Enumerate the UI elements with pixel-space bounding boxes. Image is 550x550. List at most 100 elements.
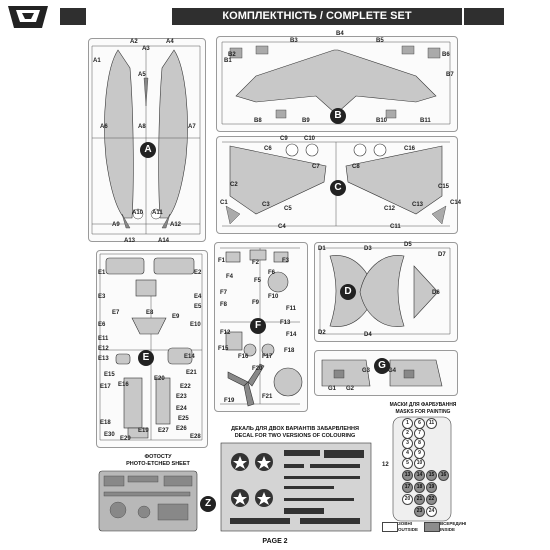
decal-title-ua: ДЕКАЛЬ ДЛЯ ДВОХ ВАРІАНТІВ ЗАБАРВЛЕННЯ [231,426,359,432]
part-label: F16 [238,354,249,360]
header-bar-left [60,8,86,25]
part-label: C11 [390,224,401,230]
part-label: A7 [188,124,196,130]
header-bar-right [464,8,504,25]
decal-title-en: DECAL FOR TWO VERSIONS OF COLOURING [234,433,356,439]
sprue-letter-d: D [340,284,356,300]
part-label: A6 [100,124,108,130]
part-label: E4 [194,294,202,300]
part-label: E17 [100,384,111,390]
sprue-e-drawing [99,253,203,441]
part-label: B1 [224,58,232,64]
part-label: A2 [130,39,138,45]
part-label: G3 [362,368,371,374]
mask-item: 16 [438,470,449,481]
mask-title-ua: МАСКИ ДЛЯ ФАРБУВАННЯ [389,402,457,408]
part-label: F10 [268,294,279,300]
part-label: E22 [180,384,191,390]
brand-logo [8,6,48,28]
part-label: C14 [450,200,462,206]
part-label: E19 [138,428,149,434]
part-label: A11 [152,210,163,216]
sprue-d-drawing [319,247,451,335]
part-label: A5 [138,72,146,78]
part-label: C2 [230,182,238,188]
part-label: C8 [352,164,360,170]
sprue-letter-e: E [138,350,154,366]
part-label: C1 [220,200,228,206]
mask-item: 10 [414,458,425,469]
part-label: F6 [268,270,276,276]
legend-outside-ua: ЗОВНІ [398,521,413,526]
part-label: E11 [98,336,109,342]
part-label: E30 [104,432,115,438]
part-label: F18 [284,348,295,354]
part-label: E14 [184,354,195,360]
mask-item: 11 [426,418,437,429]
part-label: F2 [252,260,260,266]
part-label: G4 [388,368,397,374]
part-label: E21 [186,370,197,376]
part-label: E10 [190,322,201,328]
part-label: C10 [304,136,316,142]
part-label: E6 [98,322,106,328]
part-label: E24 [176,406,187,412]
part-label: F13 [280,320,291,326]
part-label: A14 [158,238,170,244]
part-label: C7 [312,164,320,170]
part-label: F12 [220,330,231,336]
part-label: C13 [412,202,424,208]
mask-item: 21 [414,494,425,505]
mask-item: 23 [414,506,425,517]
mask-item: 14 [414,470,425,481]
part-label: F17 [262,354,273,360]
part-label: A12 [170,222,182,228]
part-label: D4 [364,332,372,338]
part-label: A13 [124,238,136,244]
part-label: F3 [282,258,290,264]
part-label: G1 [328,386,337,392]
part-label: B5 [376,38,384,44]
part-label: E23 [176,394,187,400]
legend-outside-swatch [382,522,398,532]
part-label: D3 [364,246,372,252]
decal-sheet [220,442,372,532]
legend-inside-en: INSIDE [440,527,456,532]
part-label: F4 [226,274,234,280]
mask-item: 17 [402,482,413,493]
part-label: A4 [166,39,174,45]
part-label: F11 [286,306,297,312]
etch-title-ua: ФОТОСТУ [144,454,172,460]
part-label: E27 [158,428,169,434]
part-label: E18 [100,420,111,426]
part-label: E9 [172,314,180,320]
part-label: E3 [98,294,106,300]
mask-item: 20 [402,494,413,505]
legend-outside-en: OUTSIDE [398,527,419,532]
part-label: D6 [432,290,440,296]
sprue-g-drawing [321,359,443,387]
part-label: E16 [118,382,129,388]
sprue-letter-b: B [330,108,346,124]
part-label: E8 [146,310,154,316]
part-label: A8 [138,124,146,130]
part-label: G2 [346,386,355,392]
part-label: C9 [280,136,288,142]
legend-inside-ua: ВСЕРЕДИНІ [440,521,467,526]
part-label: E12 [98,346,109,352]
mask-item: 18 [414,482,425,493]
sprue-letter-z: Z [200,496,216,512]
part-label: F8 [220,302,228,308]
part-label: F19 [224,398,235,404]
page-title: КОМПЛЕКТНІСТЬ / COMPLETE SET [172,8,462,25]
photo-etched-sheet [98,470,198,532]
mask-item: 13 [402,470,413,481]
part-label: D1 [318,246,326,252]
part-label: D5 [404,242,412,248]
mask-number-side: 12 [382,462,389,468]
part-label: C5 [284,206,292,212]
part-label: F7 [220,290,228,296]
part-label: B7 [446,72,454,78]
sprue-letter-c: C [330,180,346,196]
sprue-letter-a: A [140,142,156,158]
